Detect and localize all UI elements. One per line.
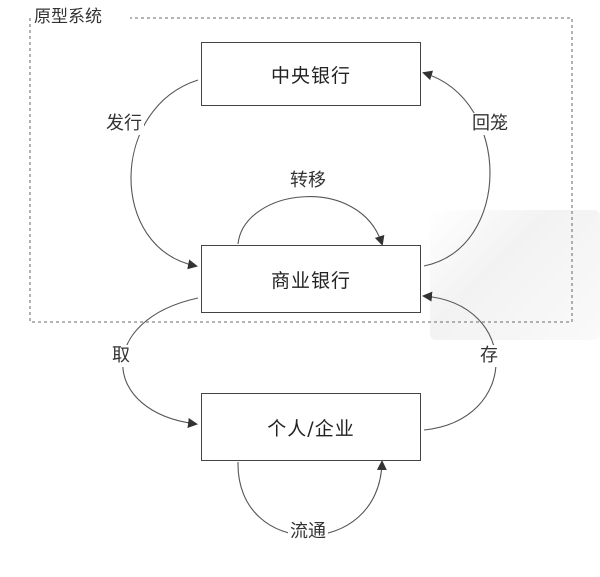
edge-transfer-path bbox=[237, 196, 385, 246]
edge-label-withdraw: 回笼 bbox=[470, 113, 510, 135]
node-individual-enterprise: 个人/企业 bbox=[201, 393, 421, 461]
edge-issue-path bbox=[130, 79, 199, 270]
edge-label-take: 取 bbox=[110, 345, 132, 367]
prototype-system-frame bbox=[29, 17, 573, 323]
edge-withdraw-path bbox=[422, 70, 491, 267]
edge-take-path bbox=[122, 297, 199, 428]
edge-label-circulate: 流通 bbox=[288, 521, 328, 543]
edge-label-transfer: 转移 bbox=[288, 170, 328, 192]
edge-label-deposit: 存 bbox=[478, 345, 500, 367]
node-commercial-bank: 商业银行 bbox=[201, 245, 421, 313]
prototype-system-label: 原型系统 bbox=[32, 6, 106, 28]
node-central-bank: 中央银行 bbox=[201, 42, 421, 106]
edge-label-issue: 发行 bbox=[104, 113, 144, 135]
